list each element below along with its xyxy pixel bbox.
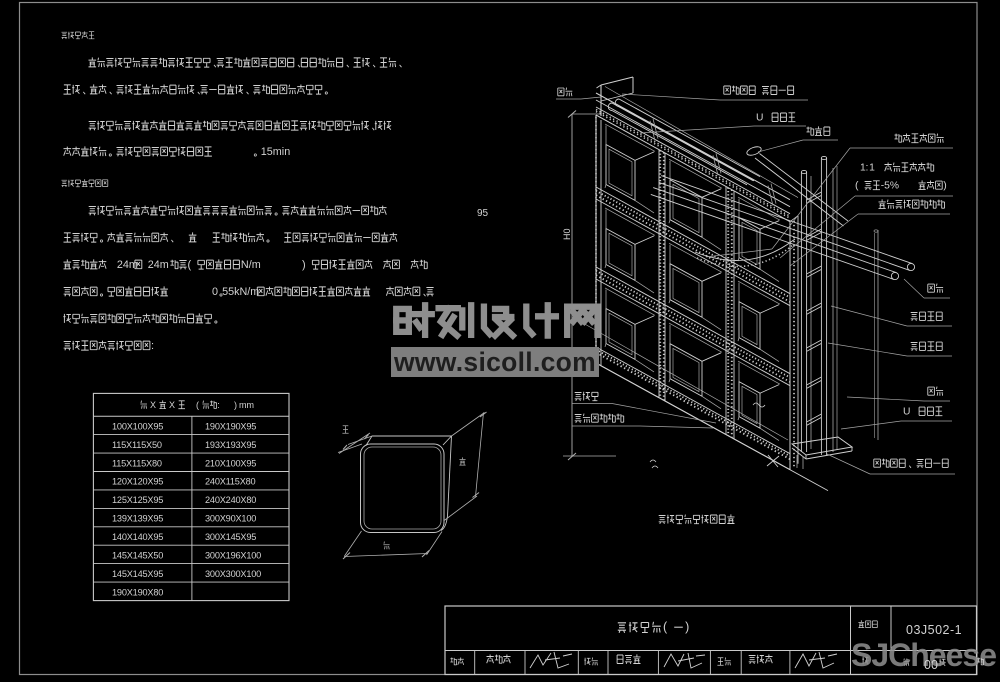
svg-text:300X196X100: 300X196X100 (205, 550, 261, 560)
svg-text:03J502-1: 03J502-1 (906, 623, 962, 637)
svg-text::: : (866, 162, 869, 174)
svg-text:-5%: -5% (881, 180, 899, 191)
svg-text:115X115X50: 115X115X50 (112, 440, 162, 450)
svg-text:X: X (169, 400, 175, 410)
svg-text:24m: 24m (117, 259, 138, 271)
svg-text:300X145X95: 300X145X95 (205, 532, 256, 542)
svg-text:): ) (685, 620, 689, 634)
svg-text:15min: 15min (261, 146, 290, 158)
svg-text:120X120X95: 120X120X95 (112, 477, 163, 487)
svg-text:1: 1 (869, 162, 875, 173)
svg-text:U: U (903, 406, 910, 417)
svg-text:100X100X95: 100X100X95 (112, 421, 163, 431)
svg-text:145X145X95: 145X145X95 (112, 569, 163, 579)
svg-text:300X300X100: 300X300X100 (205, 569, 261, 579)
svg-text:mm: mm (239, 400, 254, 410)
svg-text:): ) (234, 400, 237, 410)
svg-text:(: ( (188, 259, 192, 271)
svg-text:24m: 24m (148, 259, 169, 271)
svg-text:www.sicoll.com: www.sicoll.com (393, 347, 596, 377)
svg-text:): ) (302, 259, 306, 271)
svg-text:240X115X80: 240X115X80 (205, 477, 256, 487)
svg-text:N/m: N/m (241, 259, 261, 271)
svg-text:0: 0 (212, 286, 218, 298)
svg-text:SJCheese: SJCheese (851, 637, 996, 673)
svg-text:115X115X80: 115X115X80 (112, 458, 162, 468)
svg-text:H0: H0 (562, 228, 572, 240)
svg-text:140X140X95: 140X140X95 (112, 532, 163, 542)
svg-text::: : (217, 400, 220, 411)
svg-text:00: 00 (924, 658, 938, 672)
svg-text:145X145X50: 145X145X50 (112, 550, 163, 560)
svg-text:240X240X80: 240X240X80 (205, 495, 256, 505)
svg-text:(: ( (196, 400, 199, 410)
svg-text:300X90X100: 300X90X100 (205, 514, 256, 524)
svg-text:): ) (943, 180, 947, 192)
svg-text:95: 95 (477, 208, 489, 219)
svg-text:1: 1 (860, 162, 866, 173)
svg-text::: : (151, 340, 154, 352)
svg-text:190X190X95: 190X190X95 (205, 421, 256, 431)
svg-text:(: ( (855, 180, 859, 192)
svg-text:210X100X95: 210X100X95 (205, 458, 256, 468)
svg-text:U: U (756, 112, 763, 123)
svg-text:55kN/m: 55kN/m (222, 286, 259, 298)
svg-text:193X193X95: 193X193X95 (205, 440, 256, 450)
svg-text:139X139X95: 139X139X95 (112, 514, 163, 524)
svg-text:190X190X80: 190X190X80 (112, 587, 163, 597)
svg-text:125X125X95: 125X125X95 (112, 495, 163, 505)
svg-text:(: ( (663, 620, 668, 634)
svg-text:X: X (150, 400, 156, 410)
